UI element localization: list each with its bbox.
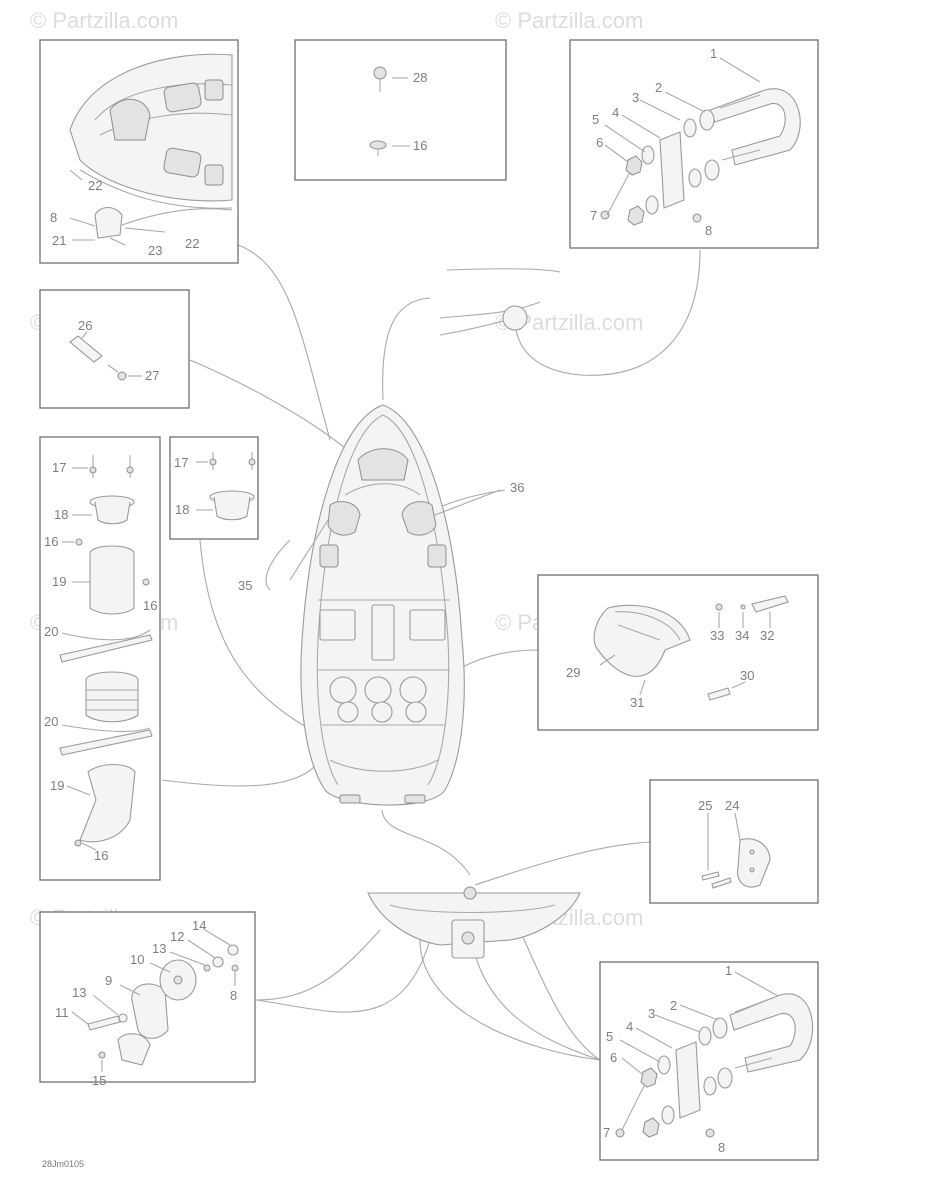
callout-5: 5 bbox=[592, 112, 599, 127]
callout-2b: 2 bbox=[670, 998, 677, 1013]
callout-4: 4 bbox=[612, 105, 619, 120]
callout-36: 36 bbox=[510, 480, 524, 495]
box-pin: 26 27 bbox=[39, 289, 190, 409]
callout-26: 26 bbox=[78, 318, 92, 333]
callout-7b: 7 bbox=[603, 1125, 610, 1140]
callout-16: 16 bbox=[413, 138, 427, 153]
callout-14: 14 bbox=[192, 918, 206, 933]
callout-20b: 20 bbox=[44, 714, 58, 729]
callout-18b: 18 bbox=[175, 502, 189, 517]
box-clip: 25 24 bbox=[649, 779, 819, 904]
callout-32: 32 bbox=[760, 628, 774, 643]
callout-11: 11 bbox=[55, 1005, 69, 1020]
box-fasteners: 28 16 bbox=[294, 39, 507, 181]
callout-22: 22 bbox=[88, 178, 102, 193]
box-u-bolt-bottom: 1 2 3 4 5 6 7 8 bbox=[599, 961, 819, 1161]
callout-8b: 8 bbox=[718, 1140, 725, 1155]
callout-29: 29 bbox=[566, 665, 580, 680]
callout-3b: 3 bbox=[648, 1006, 655, 1021]
box-grab-handle: 33 34 32 29 30 31 bbox=[537, 574, 819, 731]
box-front-deck: 22 8 21 23 22 bbox=[39, 39, 239, 264]
callout-28: 28 bbox=[413, 70, 427, 85]
callout-17: 17 bbox=[52, 460, 66, 475]
transom-detail bbox=[367, 886, 581, 959]
callout-7: 7 bbox=[590, 208, 597, 223]
diagram-code: 28Jm0105 bbox=[42, 1159, 84, 1169]
box-drain-plug: 9 10 13 12 14 13 11 15 8 bbox=[39, 911, 256, 1088]
callout-4b: 4 bbox=[626, 1019, 633, 1034]
callout-2: 2 bbox=[655, 80, 662, 95]
callout-17b: 17 bbox=[174, 455, 188, 470]
callout-25: 25 bbox=[698, 798, 712, 813]
callout-27: 27 bbox=[145, 368, 159, 383]
callout-13b: 13 bbox=[72, 985, 86, 1000]
callout-34: 34 bbox=[735, 628, 749, 643]
callout-5b: 5 bbox=[606, 1029, 613, 1044]
callout-8-top: 8 bbox=[705, 223, 712, 238]
callout-18: 18 bbox=[54, 507, 68, 522]
callout-35: 35 bbox=[238, 578, 252, 593]
callout-22b: 22 bbox=[185, 236, 199, 251]
callout-6: 6 bbox=[596, 135, 603, 150]
callout-10: 10 bbox=[130, 952, 144, 967]
callout-31: 31 bbox=[630, 695, 644, 710]
callout-20: 20 bbox=[44, 624, 58, 639]
callout-19b: 19 bbox=[50, 778, 64, 793]
callout-13: 13 bbox=[152, 941, 166, 956]
callout-8-plug: 8 bbox=[230, 988, 237, 1003]
box-u-bolt-top: 1 2 3 4 5 6 7 8 bbox=[569, 39, 819, 249]
callout-6b: 6 bbox=[610, 1050, 617, 1065]
callout-8: 8 bbox=[50, 210, 57, 225]
callout-24: 24 bbox=[725, 798, 739, 813]
callout-30: 30 bbox=[740, 668, 754, 683]
callout-33: 33 bbox=[710, 628, 724, 643]
callout-1: 1 bbox=[710, 46, 717, 61]
callout-16c: 16 bbox=[94, 848, 108, 863]
callout-9: 9 bbox=[105, 973, 112, 988]
box-vent-duct: 17 18 16 19 16 20 20 19 16 bbox=[39, 436, 161, 881]
callout-12: 12 bbox=[170, 929, 184, 944]
callout-19: 19 bbox=[52, 574, 66, 589]
watermark: © Partzilla.com bbox=[495, 8, 643, 33]
callout-16a: 16 bbox=[44, 534, 58, 549]
hull-tip-detail bbox=[502, 305, 528, 331]
hull-main: 35 36 bbox=[238, 404, 524, 806]
callout-1b: 1 bbox=[725, 963, 732, 978]
callout-16b: 16 bbox=[143, 598, 157, 613]
callout-15: 15 bbox=[92, 1073, 106, 1088]
box-vent-collar: 17 18 bbox=[169, 436, 259, 540]
callout-23: 23 bbox=[148, 243, 162, 258]
watermark: © Partzilla.com bbox=[30, 8, 178, 33]
callout-21: 21 bbox=[52, 233, 66, 248]
callout-3: 3 bbox=[632, 90, 639, 105]
